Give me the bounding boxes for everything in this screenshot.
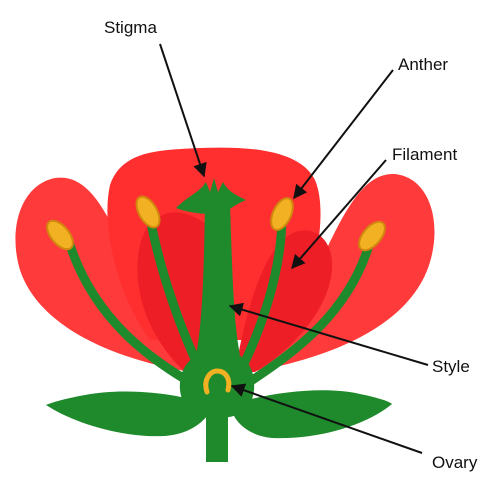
ovary-label: Ovary — [432, 453, 478, 472]
style-label: Style — [432, 357, 470, 376]
anther-label: Anther — [398, 55, 448, 74]
ovary-shape — [180, 350, 254, 418]
filament-label: Filament — [392, 145, 457, 164]
receptacle-stem — [206, 410, 228, 462]
stigma-label: Stigma — [104, 18, 157, 37]
